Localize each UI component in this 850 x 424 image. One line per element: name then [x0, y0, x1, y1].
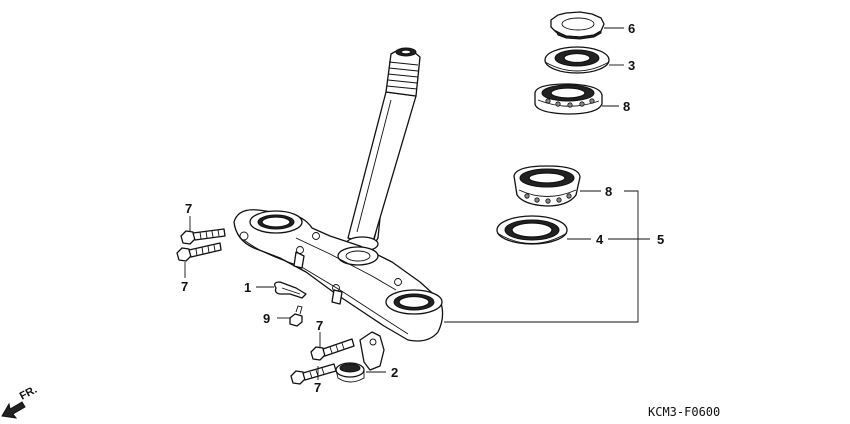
callout-7-bottom: 7: [314, 380, 321, 395]
callout-8-upper: 8: [623, 99, 630, 114]
callout-3: 3: [628, 58, 635, 73]
lower-bearing-part[interactable]: [513, 165, 581, 207]
callout-4: 4: [596, 232, 604, 247]
dust-seal-part[interactable]: [544, 46, 610, 74]
leader-lines: [184, 27, 650, 380]
lock-nut-part[interactable]: [550, 11, 605, 40]
callout-5: 5: [657, 232, 664, 247]
front-direction-indicator: FR.: [1, 384, 39, 419]
callout-8-lower: 8: [605, 184, 612, 199]
callout-labels: 6 3 8 8 4 5 7 7 1 9 7 7 2: [181, 21, 664, 395]
front-arrow-icon: [1, 401, 26, 419]
bolt-lower-left[interactable]: [176, 242, 222, 262]
bolt-lower-center[interactable]: [310, 338, 355, 361]
callout-9: 9: [263, 311, 270, 326]
callout-7-upper-left: 7: [185, 201, 192, 216]
callout-2: 2: [391, 365, 398, 380]
callout-6: 6: [628, 21, 635, 36]
cable-guide-part[interactable]: [335, 331, 385, 383]
callout-7-lower-left: 7: [181, 279, 188, 294]
lower-dust-seal-part[interactable]: [496, 215, 568, 245]
diagram-code: KCM3-F0600: [648, 405, 720, 419]
callout-7-center: 7: [316, 318, 323, 333]
steering-stem-shaft[interactable]: [345, 47, 421, 252]
bolt-upper-left[interactable]: [180, 228, 226, 245]
upper-bearing-part[interactable]: [534, 83, 603, 115]
screw-part[interactable]: [289, 305, 303, 327]
bottom-bridge-part[interactable]: [233, 209, 444, 342]
callout-1: 1: [244, 280, 251, 295]
bolt-bottom[interactable]: [290, 363, 337, 385]
clip-part[interactable]: [274, 281, 307, 299]
front-label: FR.: [18, 384, 39, 403]
